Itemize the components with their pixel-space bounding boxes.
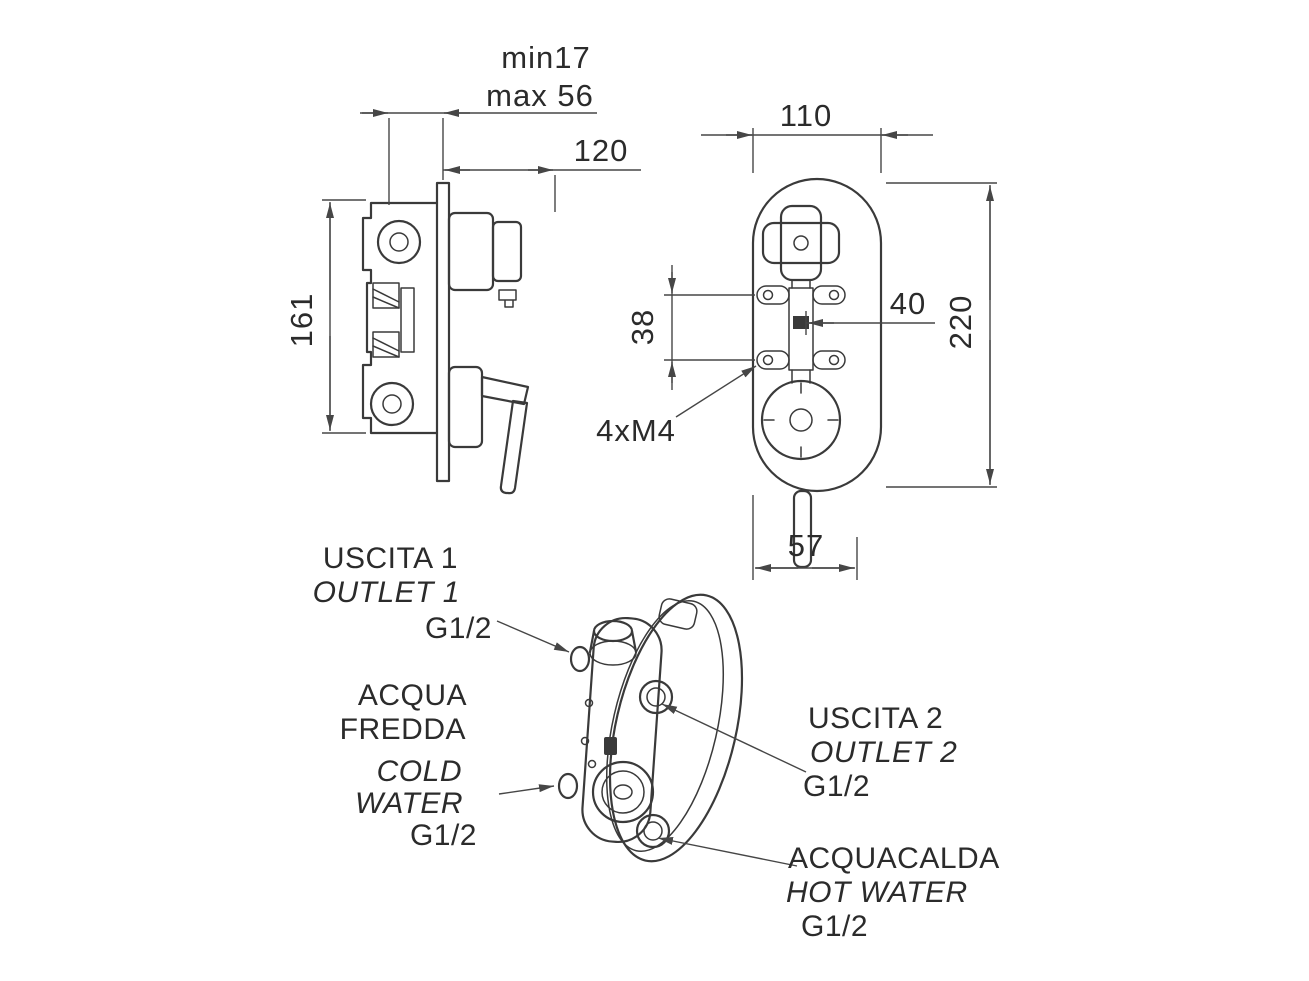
dim-161-label: 161 [284, 293, 319, 348]
screws-label: 4xM4 [596, 413, 676, 448]
bottom-knob-iso [591, 760, 655, 824]
bottom-handle-side [447, 365, 530, 495]
side-view-dimensions: min17 max 56 120 161 [284, 40, 641, 434]
lever-front [792, 489, 813, 569]
front-view: 110 220 38 40 4xM4 57 [596, 98, 997, 580]
valve-body-side-details [369, 219, 422, 427]
dim-max-label: max 56 [486, 78, 594, 113]
dim-38-label: 38 [625, 309, 660, 345]
dim-220-label: 220 [943, 295, 978, 350]
top-knob-front [761, 204, 841, 282]
cartridge-column-front [788, 279, 814, 384]
outlet2-port [638, 679, 674, 715]
iso-labels: USCITA 1 OUTLET 1 G1/2 ACQUA FREDDA COLD… [313, 542, 1000, 943]
iso-leaders [496, 620, 807, 867]
front-view-dimensions: 110 220 38 40 4xM4 57 [596, 98, 997, 580]
screws-leader [675, 365, 757, 418]
dim-120-lines [443, 169, 641, 212]
outlet2-label-it: USCITA 2 [808, 702, 943, 735]
outlet2-label-en: OUTLET 2 [810, 736, 957, 769]
hot-water-port [635, 813, 671, 849]
top-knob-iso [588, 619, 638, 666]
dim-220-lines [886, 182, 997, 488]
dim-40-label: 40 [890, 286, 926, 321]
outlet1-thread: G1/2 [425, 612, 492, 645]
cold-label-en2: WATER [355, 787, 463, 820]
wall-plate-front [751, 177, 883, 493]
wall-plate-iso [608, 593, 744, 863]
hot-thread: G1/2 [801, 910, 868, 943]
cold-label-en1: COLD [377, 755, 462, 788]
dim-min-label: min17 [501, 40, 590, 75]
cold-water-leader [498, 784, 555, 795]
iso-part [557, 593, 744, 863]
body-screws [580, 698, 617, 769]
hot-label-en: HOT WATER [786, 876, 968, 909]
outlet2-thread: G1/2 [803, 770, 870, 803]
dim-depth-range-lines [360, 112, 597, 205]
front-view-part [751, 177, 883, 569]
bottom-knob-front [760, 379, 842, 461]
outlet1-leader [496, 620, 570, 653]
hot-label-it: ACQUACALDA [788, 842, 1000, 875]
dim-110-label: 110 [780, 98, 832, 133]
cold-label-it2: FREDDA [340, 713, 466, 746]
top-handle-side [447, 211, 523, 308]
dim-57-label: 57 [788, 528, 824, 563]
dim-38-lines [664, 265, 755, 390]
dim-120-label: 120 [574, 133, 629, 168]
wall-plate-side [435, 181, 451, 483]
valve-body-side [361, 201, 439, 435]
outlet1-label-en: OUTLET 1 [313, 576, 460, 609]
cold-water-port [557, 772, 579, 800]
outlet1-label-it: USCITA 1 [323, 542, 458, 575]
outlet1-port [569, 645, 591, 673]
iso-view: USCITA 1 OUTLET 1 G1/2 ACQUA FREDDA COLD… [313, 542, 1000, 943]
hot-water-leader [657, 837, 798, 867]
side-view: min17 max 56 120 161 [284, 40, 641, 495]
dim-161-lines [322, 199, 366, 434]
cold-thread: G1/2 [410, 819, 477, 852]
cold-label-it1: ACQUA [358, 679, 467, 712]
valve-body-iso [581, 616, 663, 844]
outlet2-leader [661, 703, 807, 773]
side-view-part [361, 181, 530, 495]
plate-hub [658, 598, 698, 630]
mounting-ears [756, 285, 846, 370]
